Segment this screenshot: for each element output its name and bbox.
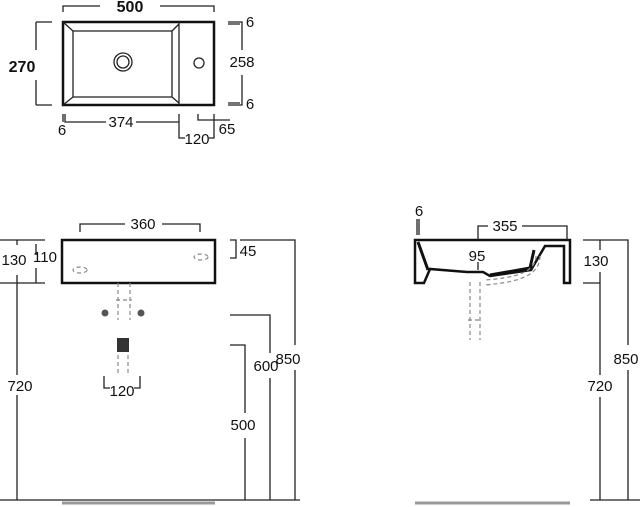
dim-width: 500 bbox=[117, 0, 144, 16]
dim-inner-width: 360 bbox=[130, 216, 155, 233]
tap-hole-icon bbox=[193, 57, 205, 69]
dim-basin-width: 374 bbox=[108, 114, 133, 131]
dim-depth-mark: 95 bbox=[469, 248, 486, 265]
dim-total-height: 130 bbox=[1, 252, 26, 269]
side-view: 6 355 95 130 850 720 bbox=[413, 203, 640, 505]
dim-drain-height: 600 bbox=[253, 358, 278, 375]
dim-deck-width: 120 bbox=[184, 131, 209, 148]
top-view: 500 270 258 6 6 6 374 120 65 bbox=[9, 0, 255, 148]
trap-icon bbox=[117, 338, 129, 352]
dim-valve-height: 500 bbox=[230, 417, 255, 434]
basin-section bbox=[413, 238, 572, 285]
dim-length: 355 bbox=[492, 218, 517, 235]
drain-icon bbox=[113, 52, 133, 72]
dim-basin-height: 110 bbox=[33, 249, 57, 266]
dim-height: 130 bbox=[583, 253, 608, 270]
dim-floor-to-base: 720 bbox=[7, 378, 32, 395]
dim-rim-top: 6 bbox=[246, 14, 254, 31]
dim-floor-to-top: 850 bbox=[275, 351, 300, 368]
dim-inner-depth: 258 bbox=[229, 54, 254, 71]
valve-left-icon bbox=[101, 309, 109, 317]
dim-floor-to-top-side: 850 bbox=[613, 351, 638, 368]
dim-rim-height: 45 bbox=[240, 243, 257, 260]
dim-floor-to-base-side: 720 bbox=[587, 378, 612, 395]
basin-outline bbox=[61, 20, 216, 107]
dim-depth: 270 bbox=[9, 59, 36, 76]
front-view: 360 130 110 720 45 120 850 600 500 bbox=[0, 216, 301, 505]
dim-rim-bottom: 6 bbox=[246, 96, 254, 113]
dim-tap-offset: 65 bbox=[219, 121, 236, 138]
dim-valve-spacing: 120 bbox=[109, 383, 134, 400]
dim-rim: 6 bbox=[415, 203, 423, 220]
valve-right-icon bbox=[137, 309, 145, 317]
basin-front bbox=[60, 238, 217, 285]
dim-rim-left: 6 bbox=[58, 122, 66, 139]
